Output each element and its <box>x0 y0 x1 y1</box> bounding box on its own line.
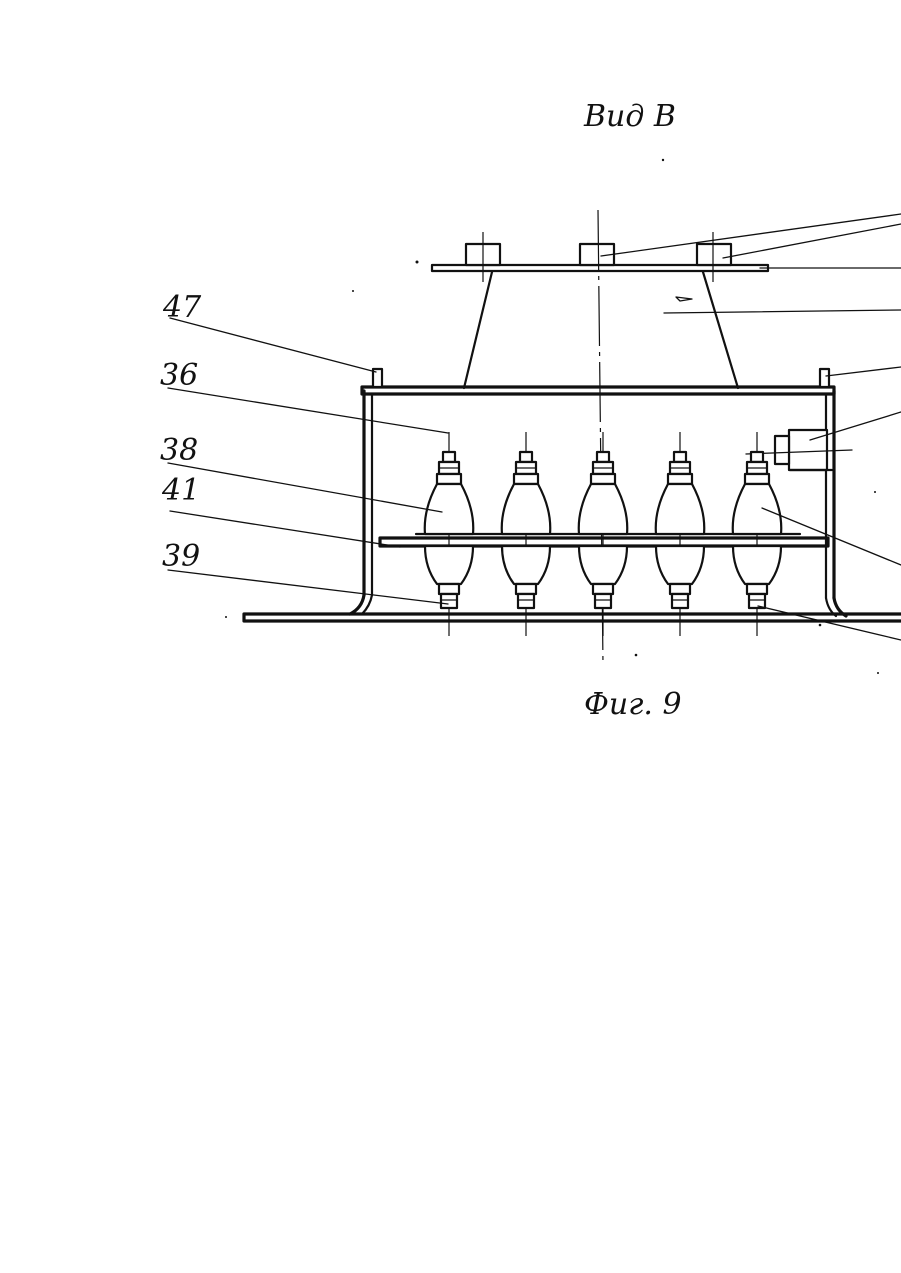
leader-38 <box>168 463 442 512</box>
leader-right-top-2 <box>723 224 901 258</box>
lower-nut <box>749 594 765 608</box>
insulator-body-upper <box>502 484 551 534</box>
leader-right-pin <box>826 367 901 376</box>
lower-flange <box>747 584 767 594</box>
upper-nut <box>443 452 455 462</box>
upper-flange <box>668 474 692 484</box>
insulator-body-lower <box>502 546 550 584</box>
upper-nut <box>520 452 532 462</box>
figure-caption: Фиг. 9 <box>584 687 682 722</box>
leader-right-box <box>810 412 901 440</box>
insulator-body-upper <box>425 484 474 534</box>
insulator <box>425 432 474 636</box>
lower-nut <box>518 594 534 608</box>
scan-specks <box>225 159 879 674</box>
upper-nut <box>751 452 763 462</box>
leader-right-top-1 <box>601 214 901 256</box>
lower-flange <box>670 584 690 594</box>
leader-39 <box>168 570 448 604</box>
upper-flange <box>437 474 461 484</box>
insulator <box>579 432 628 636</box>
pin-right <box>820 369 829 387</box>
insulator <box>656 432 705 636</box>
leader-47 <box>170 318 376 372</box>
cone-body <box>464 272 738 388</box>
insulator <box>502 432 551 636</box>
flange-lug-right <box>697 244 731 265</box>
upper-nut <box>597 452 609 462</box>
lower-flange <box>439 584 459 594</box>
base-plate <box>244 614 901 621</box>
insulator-body-lower <box>656 546 704 584</box>
insulator-body-lower <box>579 546 627 584</box>
lower-flange <box>593 584 613 594</box>
upper-flange <box>514 474 538 484</box>
ref-label-41: 41 <box>161 473 200 508</box>
view-title: Вид В <box>583 99 676 134</box>
leader-right-cone <box>664 310 901 313</box>
lower-flange <box>516 584 536 594</box>
ref-label-39: 39 <box>162 539 200 574</box>
ref-label-47: 47 <box>162 290 202 325</box>
insulator-body-upper <box>579 484 628 534</box>
lower-nut <box>672 594 688 608</box>
upper-flange <box>591 474 615 484</box>
leader-right-bolt <box>758 606 901 640</box>
ref-label-36: 36 <box>160 358 198 393</box>
upper-flange <box>745 474 769 484</box>
lower-nut <box>441 594 457 608</box>
ref-label-38: 38 <box>160 433 198 468</box>
insulator-body-lower <box>425 546 473 584</box>
insulator-body-upper <box>733 484 782 534</box>
upper-nut <box>674 452 686 462</box>
lower-nut <box>595 594 611 608</box>
insulator-body-upper <box>656 484 705 534</box>
mounting-plate <box>380 538 828 546</box>
insulator-body-lower <box>733 546 781 584</box>
